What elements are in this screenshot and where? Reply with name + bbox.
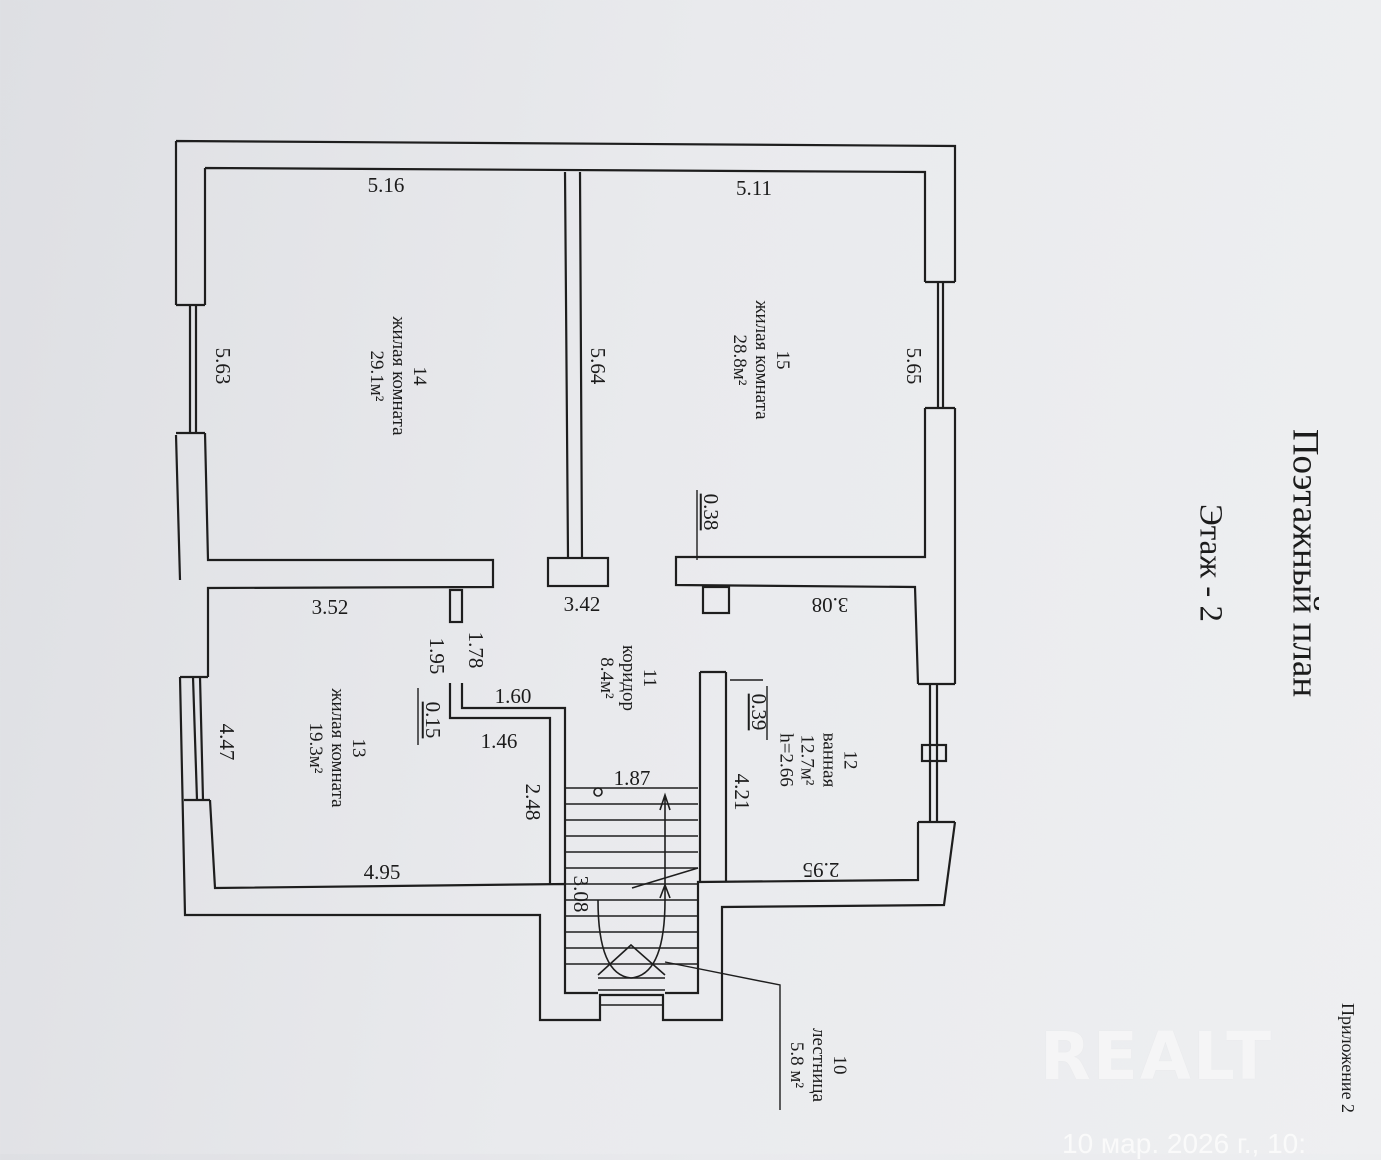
room-10-area: 5.8 м² (786, 1041, 808, 1089)
room-11-number: 11 (638, 668, 660, 688)
window-east-lower (918, 682, 955, 824)
dim-5-16: 5.16 (367, 173, 405, 198)
dim-5-11: 5.11 (736, 176, 772, 201)
dim-1-46: 1.46 (480, 729, 518, 754)
room-13-area: 19.3м² (305, 722, 327, 774)
room-15-label: 15 жилая комната 28.8м² (729, 300, 793, 419)
outer-wall-outer-line (174, 139, 957, 1022)
room-14-area: 29.1м² (366, 350, 388, 402)
room-12-height: h=2.66 (775, 733, 797, 787)
dim-0-38: 0.38 (698, 493, 723, 531)
plan-title: Поэтажный план (1284, 428, 1326, 698)
room-14-name: жилая комната (387, 316, 409, 436)
room-13-label: 13 жилая комната 19.3м² (305, 688, 369, 807)
dim-2-95: 2.95 (802, 857, 840, 882)
room-11-label: 11 коридор 8.4м² (596, 645, 660, 711)
dim-0-15: 0.15 (420, 701, 445, 739)
realt-watermark-logo: REALT (1040, 1018, 1274, 1095)
leader-lestnitsa (664, 961, 781, 1110)
dim-1-95: 1.95 (424, 637, 449, 675)
room-10-label: 10 лестница 5.8 м² (786, 1028, 850, 1102)
leader-039 (730, 679, 768, 740)
room-11-name: коридор (617, 644, 639, 712)
room-10-number: 10 (828, 1055, 850, 1075)
room-13-name: жилая комната (326, 688, 348, 808)
pilaster-right (701, 585, 731, 615)
room-14-label: 14 жилая комната 29.1м² (366, 316, 430, 435)
window-west-upper (176, 303, 205, 435)
room-15-name: жилая комната (750, 300, 772, 420)
room-10-name: лестница (807, 1027, 829, 1103)
date-stamp: 10 мар. 2026 г., 10: (1062, 1128, 1307, 1159)
dim-3-42: 3.42 (563, 592, 601, 617)
dim-0-39: 0.39 (746, 693, 771, 731)
room-12-area: 12.7м² (797, 734, 818, 786)
dim-3-08-top: 3.08 (811, 592, 849, 617)
bath-wall (698, 670, 728, 882)
room-12-name: ванная (818, 732, 840, 788)
room-12-number: 12 (839, 750, 861, 770)
dim-1-78: 1.78 (463, 631, 488, 669)
dim-4-95: 4.95 (363, 860, 401, 885)
pilaster-left (448, 588, 464, 624)
dim-1-60: 1.60 (494, 684, 532, 709)
dim-5-63: 5.63 (210, 347, 235, 385)
floor-label: Этаж - 2 (1192, 503, 1229, 623)
dim-5-64: 5.64 (585, 347, 610, 385)
room-14-number: 14 (408, 366, 430, 386)
dim-5-65: 5.65 (901, 347, 926, 385)
staircase-steps (565, 787, 699, 1006)
window-west-lower (180, 675, 210, 802)
window-east-mullion (920, 743, 948, 763)
partition-14-15 (563, 171, 584, 558)
dim-4-47: 4.47 (214, 723, 239, 761)
dim-3-52: 3.52 (311, 595, 349, 620)
dim-2-48: 2.48 (520, 783, 545, 821)
attachment-label: Приложение 2 (1338, 1002, 1359, 1114)
window-east-upper (925, 280, 955, 410)
room-15-area: 28.8м² (729, 334, 751, 386)
dim-4-21: 4.21 (729, 773, 754, 811)
dim-3-08-stairs: 3.08 (568, 875, 593, 913)
room-13-number: 13 (347, 738, 369, 758)
room-15-number: 15 (771, 350, 793, 370)
dim-1-87: 1.87 (613, 766, 651, 791)
partition-13-stairs (448, 683, 567, 884)
partition-end-block (546, 556, 610, 588)
room-12-label: 12 ванная 12.7м² h=2.66 (775, 732, 861, 788)
room-11-area: 8.4м² (596, 657, 618, 699)
